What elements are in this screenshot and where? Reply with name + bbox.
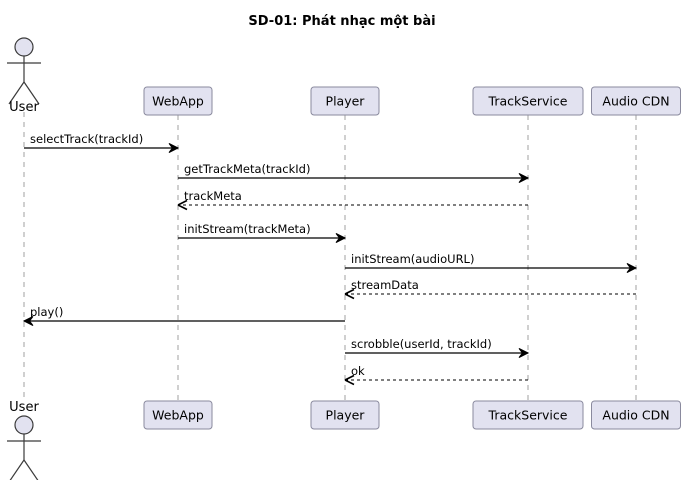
message-label-8: scrobble(userId, trackId) [351, 337, 492, 351]
actor-leg-right [23, 459, 39, 480]
participant-box-webapp[interactable] [143, 400, 213, 430]
message-label-1: selectTrack(trackId) [30, 132, 143, 146]
participant-label-audiocdn-top: Audio CDN [602, 94, 669, 109]
participant-label-player-bottom: Player [326, 408, 366, 423]
message-label-6: streamData [351, 278, 419, 292]
actor-head [14, 415, 34, 435]
message-label-7: play() [30, 305, 63, 319]
message-arrowhead-8 [518, 348, 530, 358]
message-arrowhead-5 [626, 263, 638, 273]
message-label-2: getTrackMeta(trackId) [184, 162, 310, 176]
participant-label-trackservice-top: TrackService [488, 94, 568, 109]
actor-head [14, 37, 34, 57]
message-label-9: ok [351, 364, 365, 378]
participant-box-trackservice[interactable] [472, 86, 584, 116]
participant-box-webapp[interactable] [143, 86, 213, 116]
message-label-3: trackMeta [184, 189, 242, 203]
message-arrowhead-4 [335, 233, 347, 243]
messages-group: selectTrack(trackId) getTrackMeta(trackId… [22, 132, 638, 386]
actor-leg-left [8, 81, 25, 105]
participant-label-webapp-bottom: WebApp [152, 408, 204, 423]
actor-leg-left [9, 459, 25, 480]
message-label-5: initStream(audioURL) [351, 252, 474, 266]
message-arrowhead-7 [22, 316, 34, 326]
participant-box-audiocdn[interactable] [591, 86, 681, 116]
diagram-title: SD-01: Phát nhạc một bài [248, 14, 435, 29]
actor-label-user: User [9, 100, 39, 115]
lifelines-group [23, 112, 637, 401]
participant-box-trackservice[interactable] [472, 400, 584, 430]
message-label-4: initStream(trackMeta) [184, 222, 311, 236]
participant-label-trackservice-bottom: TrackService [488, 408, 568, 423]
message-arrowhead-1 [168, 143, 180, 153]
message-arrowhead-2 [518, 173, 530, 183]
message-arrowhead-3 [177, 199, 188, 211]
actor-leg-right [23, 81, 40, 105]
participant-box-player[interactable] [310, 86, 380, 116]
actor-label-user: User [9, 400, 39, 415]
message-arrowhead-6 [344, 288, 355, 300]
participant-box-audiocdn[interactable] [591, 400, 681, 430]
participant-label-audiocdn-bottom: Audio CDN [602, 408, 669, 423]
participant-label-webapp-top: WebApp [152, 94, 204, 109]
participant-box-player[interactable] [310, 400, 380, 430]
participant-label-player-top: Player [326, 94, 366, 109]
message-arrowhead-9 [344, 374, 355, 386]
participants-top-group: User WebApp Player TrackService Audio CDN [7, 37, 681, 116]
